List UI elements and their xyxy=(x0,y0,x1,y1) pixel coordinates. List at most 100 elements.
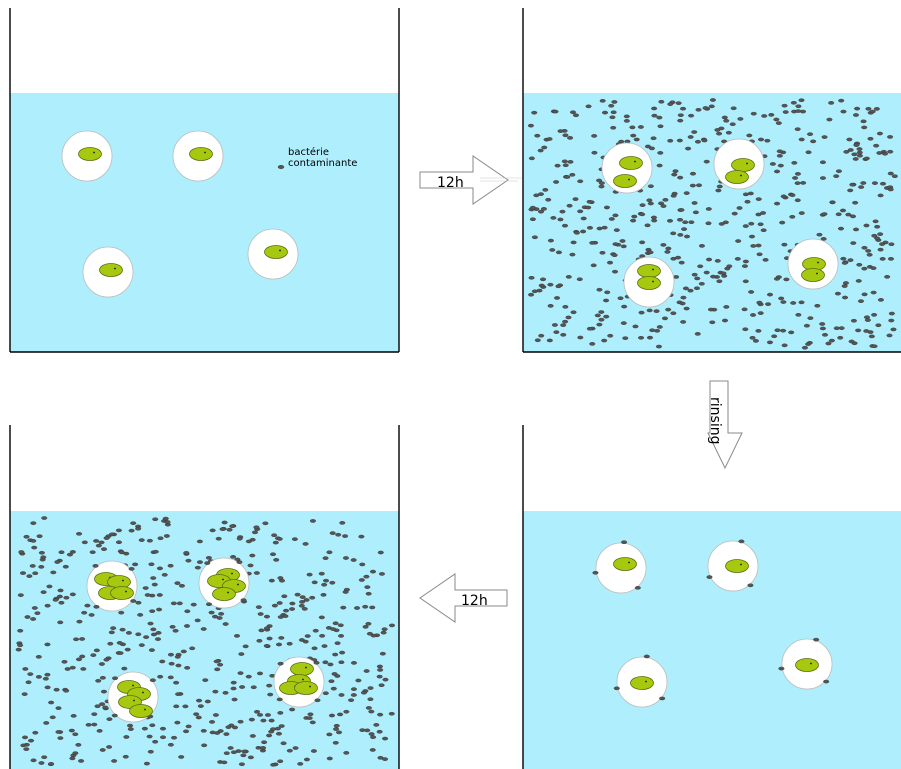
bacterium-icon xyxy=(716,184,723,189)
bacterium-icon xyxy=(364,585,371,589)
bacterium-icon xyxy=(680,295,687,300)
bacterium-icon xyxy=(693,286,700,291)
bacterium-icon xyxy=(230,555,237,559)
bacterium-icon xyxy=(368,732,375,736)
bacterium-icon xyxy=(775,121,782,125)
bacterium-icon xyxy=(887,149,894,154)
bacterium-icon xyxy=(28,738,35,743)
bacterium-icon xyxy=(253,525,260,530)
bacterium-icon xyxy=(838,98,845,103)
bead xyxy=(107,671,159,723)
bacterium-icon xyxy=(160,735,167,740)
bacterium-icon xyxy=(277,759,284,764)
bacterium-icon xyxy=(750,313,757,317)
bacterium-icon xyxy=(337,623,344,628)
bacterium-icon xyxy=(343,751,350,755)
bacterium-icon xyxy=(138,643,145,647)
bacterium-icon xyxy=(529,205,536,210)
bacterium-icon xyxy=(230,686,237,691)
bacterium-icon xyxy=(323,578,330,583)
bacterium-icon xyxy=(333,723,340,728)
bacterium-icon xyxy=(682,286,689,291)
bacterium-icon xyxy=(887,257,894,261)
bacterium-icon xyxy=(789,215,796,219)
bacterium-icon xyxy=(880,181,887,186)
bacterium-icon xyxy=(654,329,661,333)
bacterium-icon xyxy=(638,336,645,340)
bacterium-icon xyxy=(841,284,848,288)
bacterium-icon xyxy=(589,342,596,346)
bacterium-icon xyxy=(29,564,36,568)
bacterium-icon xyxy=(330,627,337,631)
bacterium-icon xyxy=(91,722,98,727)
bacterium-icon xyxy=(263,644,270,648)
bacterium-icon xyxy=(677,233,684,237)
bacterium-icon xyxy=(156,593,163,597)
bacterium-icon xyxy=(840,109,847,114)
bacterium-icon xyxy=(233,634,240,638)
bacterium-icon xyxy=(872,219,879,224)
bacterium-icon xyxy=(805,342,812,346)
bacterium-icon xyxy=(66,552,73,557)
bacterium-icon xyxy=(714,128,721,132)
bacterium-icon xyxy=(57,588,64,593)
bacterium-icon xyxy=(150,576,157,580)
bacterium-icon xyxy=(147,621,154,626)
bacterium-icon xyxy=(229,524,236,528)
bacterium-icon xyxy=(755,197,762,201)
bacterium-icon xyxy=(565,275,572,279)
bacterium-icon xyxy=(173,680,180,685)
bacterium-icon xyxy=(829,200,836,205)
bacterium-icon xyxy=(698,281,705,286)
bacterium-icon xyxy=(75,657,82,662)
bacterium-icon xyxy=(42,676,49,681)
bacterium-icon xyxy=(613,228,620,232)
bacterium-icon xyxy=(38,550,45,555)
bacterium-icon xyxy=(55,730,62,734)
bead xyxy=(613,654,668,708)
bacterium-icon xyxy=(673,275,680,279)
bacterium-icon xyxy=(362,604,369,609)
bacterium-icon xyxy=(810,139,817,144)
bacterium-icon xyxy=(190,602,197,607)
bacterium-icon xyxy=(877,193,884,198)
bacterium-icon xyxy=(842,295,849,300)
bacterium-icon xyxy=(338,660,345,665)
bacterium-icon xyxy=(567,136,574,140)
bacterium-icon xyxy=(887,171,894,176)
bacterium-icon xyxy=(182,704,189,709)
bacterium-icon xyxy=(886,333,893,338)
left-arrow-icon xyxy=(419,573,508,623)
bacterium-icon xyxy=(658,99,665,104)
bacterium-icon xyxy=(648,146,655,151)
bacterium-icon xyxy=(562,133,569,138)
bacterium-icon xyxy=(48,700,55,705)
bacterium-icon xyxy=(318,571,325,576)
bacterium-icon xyxy=(833,174,840,178)
bacterium-icon xyxy=(890,327,897,332)
bacterium-icon xyxy=(337,712,344,717)
bacterium-icon xyxy=(379,651,386,656)
bacterium-icon xyxy=(538,209,545,214)
bacterium-icon xyxy=(622,336,629,340)
bacterium-icon xyxy=(108,630,115,635)
bacterium-icon xyxy=(607,260,614,265)
bacterium-icon xyxy=(755,329,762,333)
bacterium-icon xyxy=(292,746,299,750)
panel-contaminated xyxy=(522,8,901,353)
bacterium-icon xyxy=(821,212,828,216)
bacterium-icon xyxy=(101,547,108,551)
bacterium-icon xyxy=(706,257,713,262)
bacterium-icon xyxy=(722,220,729,225)
bacterium-icon xyxy=(632,324,639,329)
bacterium-icon xyxy=(561,223,568,228)
bacterium-icon xyxy=(708,104,715,109)
bacterium-icon xyxy=(716,279,723,284)
bacterium-icon xyxy=(820,237,827,241)
bacterium-icon xyxy=(184,609,191,614)
bacterium-icon xyxy=(194,618,201,623)
bacterium-icon xyxy=(44,603,51,608)
bacterium-icon xyxy=(99,676,106,680)
bacterium-icon xyxy=(178,755,185,759)
bacterium-icon xyxy=(41,755,48,759)
